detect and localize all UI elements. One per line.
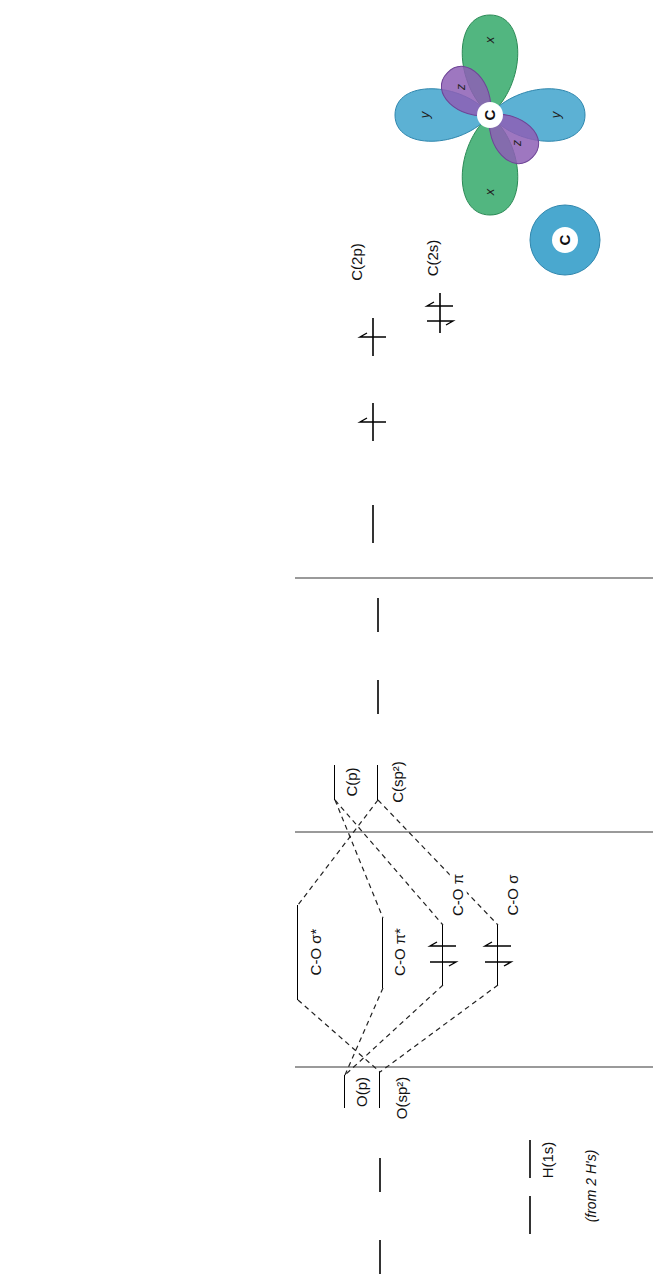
column-dividers: [295, 578, 653, 1067]
electron-arrows: [360, 302, 511, 966]
energy-level: O(p): [341, 1075, 349, 1108]
orbital-label: O(sp²): [394, 1075, 411, 1122]
orbital-label: C-O π*: [392, 926, 409, 978]
p-orbital-cluster: [395, 15, 585, 215]
nucleus-disc: [552, 227, 578, 253]
orbital-label: C-O π: [450, 872, 467, 918]
level-line: [442, 925, 443, 985]
energy-level: C-O σ*: [294, 905, 302, 1000]
energy-level: C-O σ: [494, 925, 502, 985]
correlation-line: [298, 1000, 380, 1072]
atom-symbol: C: [482, 110, 499, 121]
level-line: [497, 925, 498, 985]
pz-lobe: [433, 58, 504, 129]
orbital-label: O(p): [354, 1075, 371, 1109]
orbital-label: C-O σ*: [308, 927, 325, 978]
level-line: [344, 1075, 345, 1108]
correlation-line: [298, 800, 378, 905]
energy-level: C-O π: [439, 925, 447, 985]
orbital-label: C(2s): [425, 238, 442, 279]
correlation-line: [380, 985, 498, 1072]
atom-symbol: C: [557, 235, 574, 246]
axis-letter: y: [418, 112, 432, 119]
axis-letter: y: [549, 112, 563, 119]
axis-letter: x: [483, 37, 497, 44]
level-line: [382, 918, 383, 988]
note-text: (from 2 H's): [584, 1148, 599, 1225]
correlation-line: [345, 988, 383, 1075]
energy-level: C-O π*: [379, 918, 387, 988]
correlation-line: [335, 800, 443, 925]
pz-lobe: [476, 101, 547, 172]
orbital-label: C(2p): [349, 241, 366, 283]
axis-letter: z: [455, 84, 468, 90]
level-line: [334, 765, 335, 800]
correlation-line: [335, 800, 383, 918]
energy-level: C(p): [331, 765, 339, 800]
orbital-label: C(sp²): [390, 759, 407, 805]
level-line: [297, 905, 298, 1000]
axis-letter: z: [511, 140, 524, 146]
orbital-label: C(p): [344, 765, 361, 798]
level-line: [377, 765, 378, 800]
s-orbital-sphere: [530, 205, 600, 275]
orbital-label: H(1s): [540, 1140, 557, 1181]
nucleus-disc: [477, 102, 503, 128]
energy-level: O(sp²): [376, 1072, 384, 1108]
energy-levels: [373, 293, 530, 1274]
correlation-line: [378, 800, 498, 925]
orbital-label: C-O σ: [505, 873, 522, 918]
energy-level: C(sp²): [374, 765, 382, 800]
axis-letter: x: [483, 189, 497, 196]
level-line: [379, 1072, 380, 1108]
